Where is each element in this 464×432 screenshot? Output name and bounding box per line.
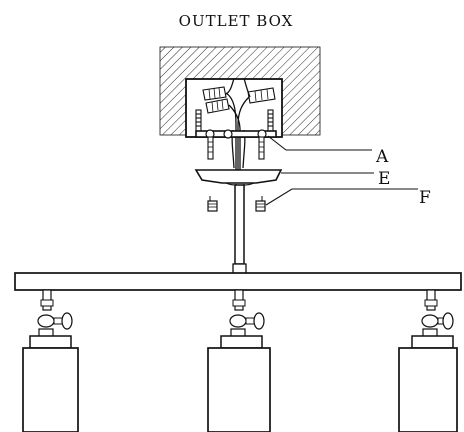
wire-nut-left-bottom (205, 98, 230, 114)
callout-leaders (265, 135, 418, 206)
callout-a: A (375, 147, 389, 167)
spot-lamp-left (22, 289, 79, 432)
spot-lamp-center (207, 289, 271, 432)
down-rod (232, 184, 247, 275)
callout-e: E (378, 169, 390, 189)
wire-nut-left-top (202, 86, 227, 101)
callout-f: F (419, 188, 431, 208)
outlet-box (159, 46, 321, 170)
cap-nuts (207, 196, 266, 212)
spot-lamp-right (398, 289, 458, 432)
wire-nut-right (247, 87, 276, 104)
fixture-bar (14, 272, 462, 291)
mounting-bracket (195, 129, 277, 160)
box-screws (195, 109, 274, 133)
outlet-box-title: OUTLET BOX (179, 12, 294, 30)
leader-f (265, 188, 418, 206)
leader-a (267, 135, 372, 151)
wires (225, 77, 251, 170)
